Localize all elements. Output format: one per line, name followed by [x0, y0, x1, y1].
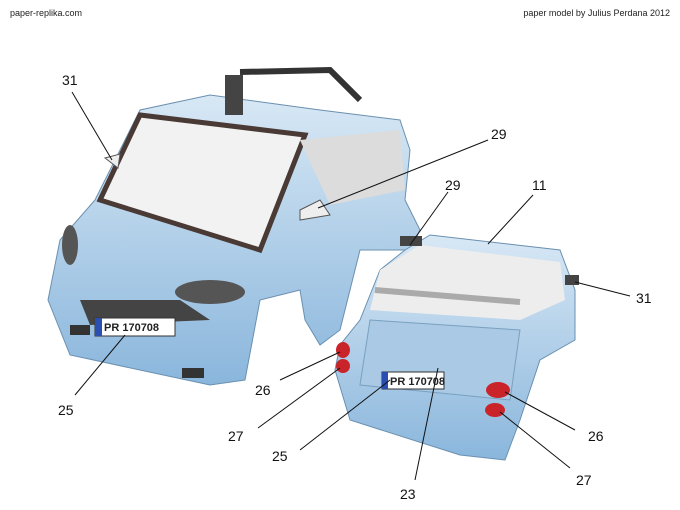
front-car: PR 170708 [47, 66, 421, 386]
front-plate: PR 170708 [104, 322, 159, 334]
callout-31: 31 [62, 72, 78, 88]
callout-26: 26 [588, 428, 604, 444]
rear-car: PR 170708 [334, 234, 579, 461]
rear-plate: PR 170708 [390, 376, 445, 388]
callout-11: 11 [532, 177, 547, 193]
credit-label: paper model by Julius Perdana 2012 [523, 8, 670, 18]
callout-27: 27 [576, 472, 592, 488]
leader-lines [71, 91, 631, 481]
callout-23: 23 [400, 486, 416, 502]
callout-29: 29 [445, 177, 461, 193]
callout-29: 29 [491, 126, 507, 142]
callout-27: 27 [228, 428, 244, 444]
callout-31: 31 [636, 290, 652, 306]
callout-25: 25 [58, 402, 74, 418]
callout-26: 26 [255, 382, 271, 398]
site-label: paper-replika.com [10, 8, 83, 18]
callout-25: 25 [272, 448, 288, 464]
